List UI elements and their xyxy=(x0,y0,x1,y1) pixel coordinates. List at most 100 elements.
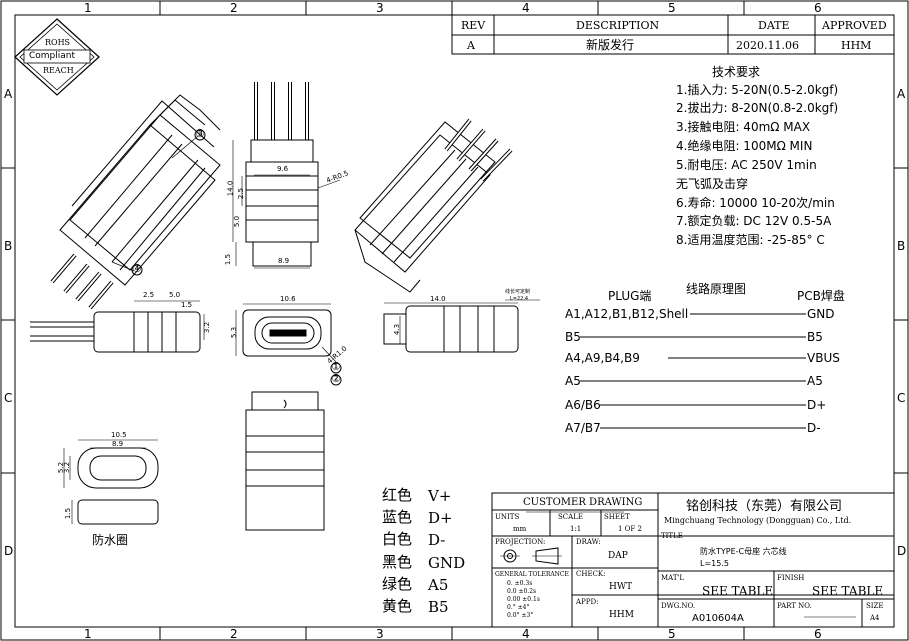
revision-table-grid xyxy=(451,14,895,55)
tech-item-1: 1.插入力: 5-20N(0.5-2.0kgf) xyxy=(676,83,839,97)
part-label: PART NO. xyxy=(777,602,812,610)
wire-signal-5: A5 xyxy=(428,576,449,594)
zone-col-3: 3 xyxy=(376,1,384,15)
circuit-right-2: B5 xyxy=(807,330,823,344)
circuit-right-5: D+ xyxy=(807,398,827,412)
dim-side-b: 5.0 xyxy=(169,291,181,299)
zone-col-2: 2 xyxy=(230,1,238,15)
scale-value: 1:1 xyxy=(570,525,582,533)
dim-end-height: 5.3 xyxy=(230,326,239,339)
circuit-left-4: A5 xyxy=(565,374,581,388)
end-view xyxy=(235,303,342,386)
rev-value: A xyxy=(467,39,475,52)
sheet-label: SHEET xyxy=(604,513,630,521)
zone-col-4-bottom: 4 xyxy=(522,627,530,641)
zone-row-b-right: B xyxy=(897,239,906,253)
check-value: HWT xyxy=(609,582,633,592)
date-value: 2020.11.06 xyxy=(736,39,799,52)
wire-signal-4: GND xyxy=(428,554,466,572)
sheet-value: 1 OF 2 xyxy=(618,525,642,533)
bottom-view xyxy=(245,391,325,531)
description-header: DESCRIPTION xyxy=(576,19,660,32)
wire-signal-3: D- xyxy=(428,531,446,549)
reach-label: REACH xyxy=(43,66,74,75)
zone-row-d: D xyxy=(4,544,14,558)
wire-color-3: 白色 xyxy=(382,530,413,548)
wire-signal-6: B5 xyxy=(428,598,449,616)
description-value: 新版发行 xyxy=(586,38,635,52)
zone-col-6-bottom: 6 xyxy=(814,627,822,641)
size-value: A4 xyxy=(870,614,880,622)
title-block-grid xyxy=(491,492,895,628)
tech-item-2: 2.拔出力: 8-20N(0.8-2.0kgf) xyxy=(676,101,839,115)
circuit-right-4: A5 xyxy=(807,374,823,388)
circuit-lines xyxy=(580,313,806,429)
check-label: CHECK: xyxy=(576,570,606,578)
tolerance-5: 0.0° ±3° xyxy=(507,612,534,619)
tolerance-4: 0.° ±4° xyxy=(507,604,530,611)
zone-row-d-right: D xyxy=(897,544,907,558)
dim-right-len: 14.0 xyxy=(430,295,446,303)
seal-label: 防水圈 xyxy=(92,533,129,547)
matl-value: SEE TABLE xyxy=(702,584,774,598)
wire-color-4: 黑色 xyxy=(382,553,413,571)
dim-seal-t: 1.5 xyxy=(64,507,73,520)
rohs-badge-diamond xyxy=(14,18,100,96)
circuit-title: 线路原理图 xyxy=(686,282,747,296)
title-line-1: 防水TYPE-C母座 六芯线 xyxy=(700,547,787,556)
tolerance-1: 0. ±0.3s xyxy=(507,580,533,587)
dim-seal-w2: 8.9 xyxy=(112,440,124,448)
wire-signal-2: D+ xyxy=(428,509,453,527)
zone-row-a-right: A xyxy=(897,87,906,101)
approved-value: HHM xyxy=(841,39,872,52)
projection-label: PROJECTION: xyxy=(495,538,546,546)
units-label: UNITS xyxy=(495,513,520,521)
zone-row-a: A xyxy=(4,87,13,101)
dim-front-bottom: 8.9 xyxy=(278,257,290,265)
callout-note-2: L=22.4 xyxy=(510,296,529,302)
balloon-1: ① xyxy=(331,360,341,373)
iso-view-left xyxy=(50,94,221,310)
dwg-label: DWG.NO. xyxy=(661,602,696,610)
tolerance-label: GENERAL TOLERANCE xyxy=(495,571,569,578)
circuit-right-1: GND xyxy=(807,307,835,321)
seal-ring-view xyxy=(63,439,159,525)
scale-label: SCALE xyxy=(558,513,583,521)
tech-item-7: 6.寿命: 10000 10-20次/min xyxy=(676,196,835,210)
wire-signal-1: V+ xyxy=(428,487,452,505)
circuit-right-6: D- xyxy=(807,421,821,435)
callout-note: 线长可定制 xyxy=(505,289,531,295)
zone-col-1: 1 xyxy=(84,1,92,15)
zone-col-5-bottom: 5 xyxy=(668,627,676,641)
wire-color-2: 蓝色 xyxy=(382,508,413,526)
date-header: DATE xyxy=(758,19,790,32)
dim-front-d2: 5.0 xyxy=(233,215,242,228)
zone-col-5: 5 xyxy=(668,1,676,15)
title-label: TITLE xyxy=(661,532,683,540)
iso-view-right xyxy=(354,118,513,293)
wire-color-6: 黄色 xyxy=(382,597,413,615)
title-line-2: L=15.5 xyxy=(700,559,729,568)
rohs-label: ROHS xyxy=(45,38,71,47)
tech-item-9: 8.适用温度范围: -25-85° C xyxy=(676,233,825,247)
circuit-left-2: B5 xyxy=(565,330,581,344)
zone-row-c-right: C xyxy=(897,391,906,405)
circuit-left-1: A1,A12,B1,B12,Shell xyxy=(565,307,689,321)
circuit-left-3: A4,A9,B4,B9 xyxy=(565,351,640,365)
tech-item-5: 5.耐电压: AC 250V 1min xyxy=(676,158,817,172)
appd-label: APPD: xyxy=(576,598,599,606)
dim-end-width: 10.6 xyxy=(280,295,296,303)
tolerance-3: 0.00 ±0.1s xyxy=(507,596,540,603)
balloon-2: ② xyxy=(331,372,341,385)
front-view xyxy=(232,82,341,269)
dim-front-height: 14.0 xyxy=(226,180,235,197)
pcb-header: PCB焊盘 xyxy=(797,289,845,303)
side-view xyxy=(30,300,205,353)
finish-label: FINISH xyxy=(777,574,805,582)
dim-side-c: 1.5 xyxy=(181,301,193,309)
dim-front-width: 9.6 xyxy=(277,165,289,173)
wire-color-1: 红色 xyxy=(382,486,413,504)
company-cn: 铭创科技（东莞）有限公司 xyxy=(686,499,843,514)
